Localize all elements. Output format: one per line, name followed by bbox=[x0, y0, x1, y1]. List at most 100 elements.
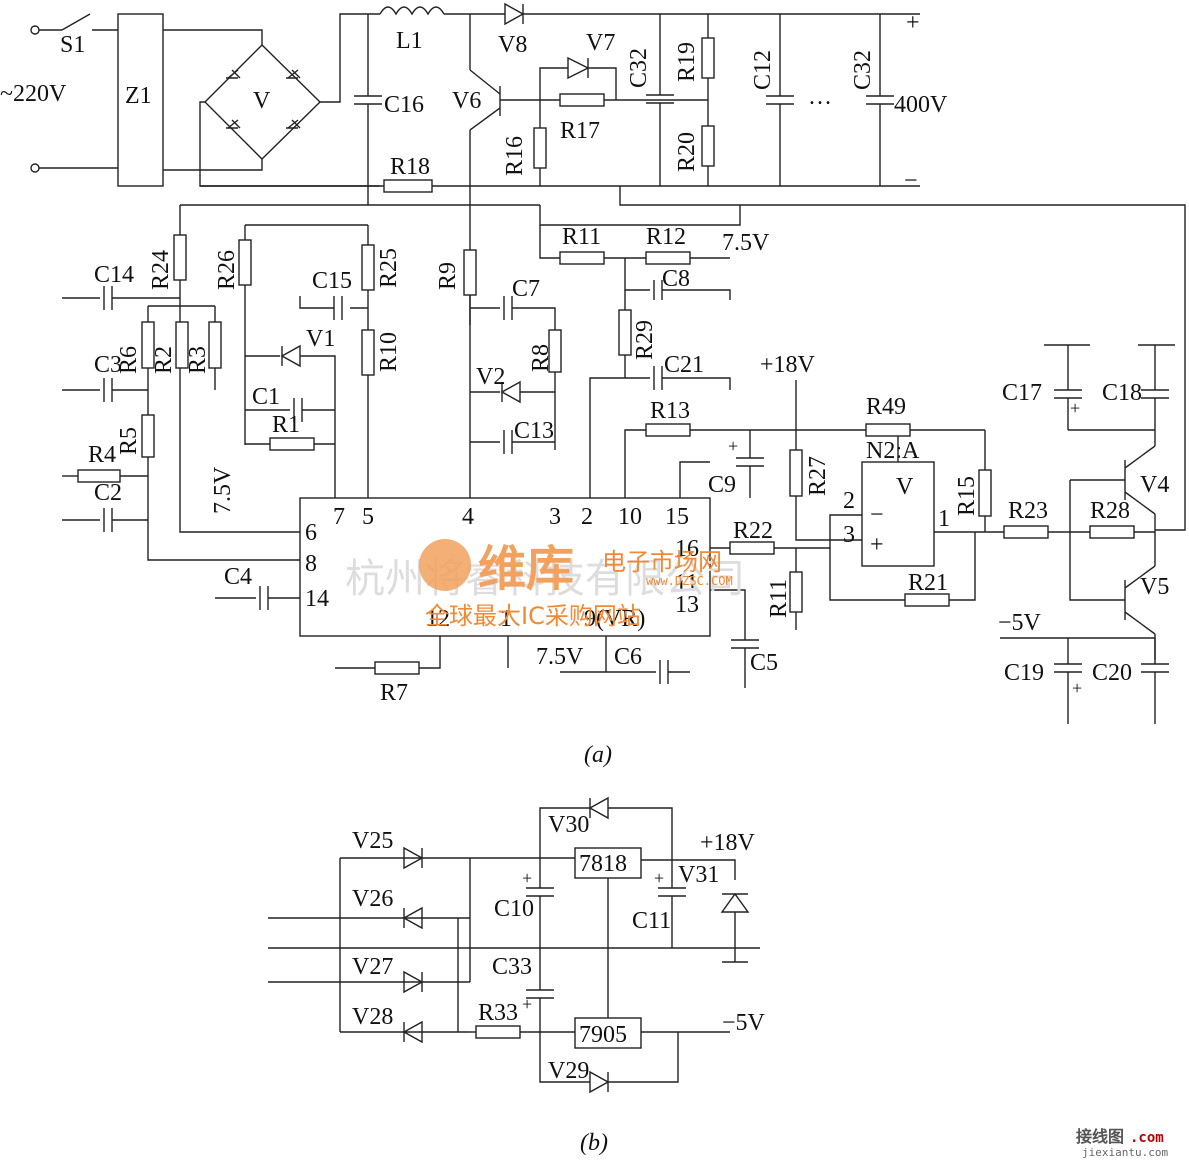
diode-v29 bbox=[589, 1070, 610, 1094]
r15-label: R15 bbox=[954, 476, 980, 516]
diode-v26 bbox=[402, 906, 423, 930]
r17-label: R17 bbox=[560, 118, 600, 144]
credit-url: jiexiantu.com bbox=[1082, 1146, 1168, 1159]
opamp-glyph: V bbox=[896, 474, 914, 500]
v7-label: V7 bbox=[586, 30, 615, 56]
c19-plus: + bbox=[1072, 678, 1082, 698]
ic-pin-13: 13 bbox=[675, 592, 699, 618]
c16-label: C16 bbox=[384, 92, 424, 118]
c21-label: C21 bbox=[664, 352, 704, 378]
c3-label: C3 bbox=[94, 352, 122, 378]
filter-z1 bbox=[117, 13, 164, 187]
v29-label: V29 bbox=[548, 1058, 589, 1084]
bridge-rectifier-v bbox=[204, 44, 321, 160]
ic-pin-8: 8 bbox=[305, 551, 317, 577]
r28-label: R28 bbox=[1090, 498, 1130, 524]
c14-label: C14 bbox=[94, 262, 134, 288]
c10-plus: + bbox=[522, 868, 532, 888]
watermark-brand: 维库 bbox=[478, 541, 574, 597]
rail-75-bottom: 7.5V bbox=[536, 644, 584, 670]
diode-v31 bbox=[720, 892, 750, 913]
output-voltage-label: 400V bbox=[894, 92, 948, 118]
watermark-site-url: www.DZSC.COM bbox=[646, 574, 733, 588]
watermark-company: 杭州将睿科技有限公司 bbox=[345, 556, 745, 602]
c33-plus: + bbox=[522, 994, 532, 1014]
r49-label: R49 bbox=[866, 394, 906, 420]
r5-label: R5 bbox=[116, 427, 142, 455]
r22-label: R22 bbox=[733, 518, 773, 544]
c33-label: C33 bbox=[492, 954, 532, 980]
r10-label: R10 bbox=[376, 332, 402, 372]
r29-label: R29 bbox=[632, 320, 658, 360]
r33-label: R33 bbox=[478, 1000, 518, 1026]
c17-plus: + bbox=[1070, 398, 1080, 418]
c6-label: C6 bbox=[614, 644, 642, 670]
c18-label: C18 bbox=[1102, 380, 1142, 406]
controller-ic: 6 7 5 4 3 2 10 15 8 16 14 12 1 9(VR) 11 … bbox=[299, 497, 711, 637]
r18-label: R18 bbox=[390, 154, 430, 180]
rail-75-left: 7.5V bbox=[210, 466, 236, 514]
r8-label: R8 bbox=[528, 344, 554, 372]
diodes-v25-v28 bbox=[402, 846, 424, 1044]
output-pos-label: + bbox=[906, 10, 920, 36]
c2-label: C2 bbox=[94, 480, 122, 506]
opamp-pin-3: 3 bbox=[843, 522, 855, 548]
v1-label: V1 bbox=[306, 326, 335, 352]
v27-label: V27 bbox=[352, 954, 393, 980]
opamp-pin-2: 2 bbox=[843, 488, 855, 514]
diode-v25 bbox=[403, 846, 424, 870]
ic-pin-15: 15 bbox=[665, 504, 689, 530]
v5-label: V5 bbox=[1140, 574, 1169, 600]
ic-pin-2: 2 bbox=[581, 504, 593, 530]
watermark-logo-icon bbox=[419, 539, 471, 591]
diode-v30 bbox=[588, 796, 609, 820]
rail-75-top: 7.5V bbox=[722, 230, 770, 256]
n2-label: N2:A bbox=[866, 438, 920, 464]
ic-pin-7: 7 bbox=[333, 504, 345, 530]
c32a-label: C32 bbox=[626, 48, 652, 88]
v28-label: V28 bbox=[352, 1004, 393, 1030]
c19-label: C19 bbox=[1004, 660, 1044, 686]
mains-input-section: S1 ~220V Z1 V bbox=[0, 13, 380, 187]
v8-label: V8 bbox=[498, 32, 527, 58]
c17-label: C17 bbox=[1002, 380, 1042, 406]
ic-pin-3: 3 bbox=[549, 504, 561, 530]
v6-label: V6 bbox=[452, 88, 481, 114]
r4-label: R4 bbox=[88, 442, 116, 468]
ic-pin-12: 12 bbox=[426, 606, 450, 632]
c4-label: C4 bbox=[224, 564, 252, 590]
rail-18-label: +18V bbox=[760, 352, 816, 378]
c8-label: C8 bbox=[662, 266, 690, 292]
ic-pin-6: 6 bbox=[305, 520, 317, 546]
ic-body bbox=[299, 497, 711, 637]
c5-label: C5 bbox=[750, 650, 778, 676]
c11-plus: + bbox=[654, 868, 664, 888]
r21-label: R21 bbox=[908, 570, 948, 596]
caption-b: (b) bbox=[580, 1130, 608, 1156]
input-voltage-label: ~220V bbox=[0, 81, 67, 107]
switch-s1-blade bbox=[61, 13, 91, 31]
v4-label: V4 bbox=[1140, 472, 1169, 498]
c10-label: C10 bbox=[494, 896, 534, 922]
r20-label: R20 bbox=[674, 132, 700, 172]
regulator-7905 bbox=[574, 1017, 642, 1049]
c12-label: C12 bbox=[750, 50, 776, 90]
r9-label: R9 bbox=[435, 262, 461, 290]
opamp-minus-sign: − bbox=[870, 502, 884, 528]
opamp-plus-sign: + bbox=[870, 532, 884, 558]
inductor-l1 bbox=[379, 6, 445, 16]
c1-label: C1 bbox=[252, 384, 280, 410]
ellipsis-label: … bbox=[808, 84, 832, 110]
credit-cn: 接线图 bbox=[1076, 1127, 1124, 1146]
caption-a: (a) bbox=[584, 742, 612, 768]
out-m5-label: −5V bbox=[722, 1010, 766, 1036]
ic-pin-11: 11 bbox=[675, 570, 698, 596]
ic-pin-4: 4 bbox=[462, 504, 474, 530]
c13-label: C13 bbox=[514, 418, 554, 444]
r13-label: R13 bbox=[650, 398, 690, 424]
ic-pin-16: 16 bbox=[675, 536, 699, 562]
r26-label: R26 bbox=[214, 250, 240, 290]
r3-label: R3 bbox=[185, 346, 211, 374]
c9-plus: + bbox=[728, 436, 738, 456]
